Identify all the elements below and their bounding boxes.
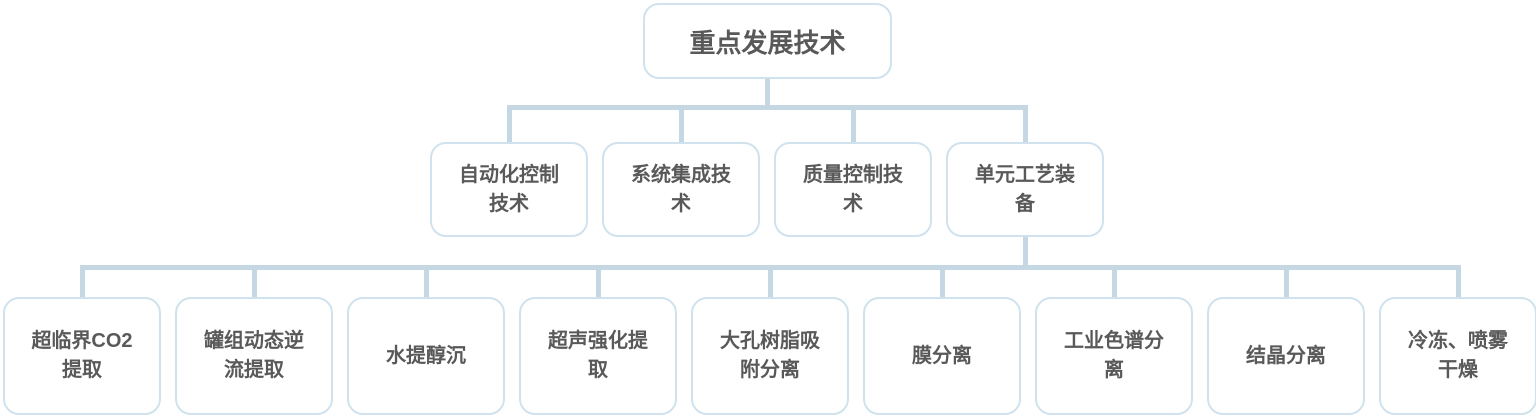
- l3-node-tank-group-countercurrent-extraction: 罐组动态逆流提取: [175, 297, 333, 415]
- l2-node-system-integration: 系统集成技术: [602, 142, 760, 237]
- connector-level2-stub-2: [679, 105, 684, 143]
- connector-level2-stub-4: [1023, 105, 1028, 143]
- connector-level3-stub-4: [596, 265, 601, 299]
- l2-node-automation-control: 自动化控制技术: [430, 142, 588, 237]
- l3-node-label: 超临界CO2提取: [31, 330, 133, 381]
- connector-level3-stub-2: [252, 265, 257, 299]
- l2-node-unit-process-equipment: 单元工艺装备: [946, 142, 1104, 237]
- l3-node-ultrasonic-enhanced-extraction: 超声强化提取: [519, 297, 677, 415]
- l2-node-quality-control: 质量控制技术: [774, 142, 932, 237]
- connector-level2-stub-3: [851, 105, 856, 143]
- l3-node-macroporous-resin-adsorption-separation: 大孔树脂吸附分离: [691, 297, 849, 415]
- connector-level3-stub-7: [1112, 265, 1117, 299]
- l3-node-membrane-separation: 膜分离: [863, 297, 1021, 415]
- connector-level3-stub-9: [1456, 265, 1461, 299]
- l2-node-label: 单元工艺装备: [975, 163, 1075, 215]
- l2-node-label: 自动化控制技术: [459, 163, 559, 215]
- l3-node-label: 超声强化提取: [548, 330, 648, 381]
- connector-level3-stub-5: [768, 265, 773, 299]
- l3-node-label: 水提醇沉: [386, 344, 466, 367]
- l3-node-crystallization-separation: 结晶分离: [1207, 297, 1365, 415]
- l3-node-freeze-spray-drying: 冷冻、喷雾干燥: [1379, 297, 1536, 415]
- connector-root-down: [765, 75, 770, 107]
- connector-level3-stub-3: [424, 265, 429, 299]
- l3-node-label: 工业色谱分离: [1064, 330, 1164, 381]
- connector-level2-horizontal: [507, 105, 1028, 110]
- l3-node-water-extraction-alcohol-precipitation: 水提醇沉: [347, 297, 505, 415]
- l2-node-label: 系统集成技术: [631, 163, 731, 215]
- l3-node-label: 膜分离: [912, 344, 972, 367]
- l3-node-industrial-chromatography-separation: 工业色谱分离: [1035, 297, 1193, 415]
- root-node-key-development-technologies: 重点发展技术: [643, 3, 892, 79]
- l3-node-label: 结晶分离: [1246, 344, 1326, 367]
- connector-unit-equipment-down: [1023, 235, 1028, 267]
- l2-node-label: 质量控制技术: [803, 163, 903, 215]
- connector-level3-stub-6: [940, 265, 945, 299]
- connector-level3-stub-1: [80, 265, 85, 299]
- root-node-label: 重点发展技术: [689, 27, 846, 58]
- l3-node-label: 大孔树脂吸附分离: [720, 330, 820, 381]
- l3-node-label: 罐组动态逆流提取: [204, 330, 304, 381]
- l3-node-label: 冷冻、喷雾干燥: [1408, 330, 1508, 381]
- connector-level3-stub-8: [1284, 265, 1289, 299]
- connector-level2-stub-1: [507, 105, 512, 143]
- l3-node-supercritical-co2-extraction: 超临界CO2提取: [3, 297, 161, 415]
